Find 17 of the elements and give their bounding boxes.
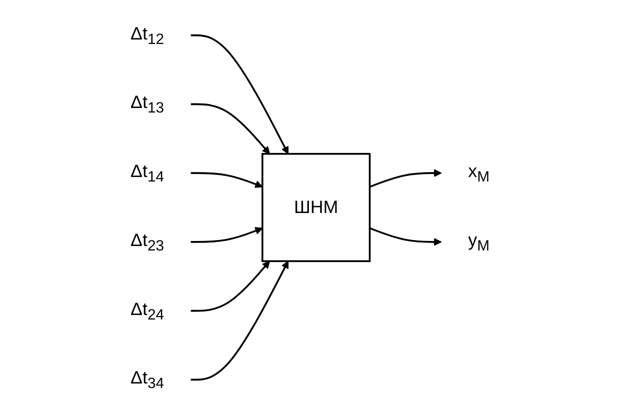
node-text: Δt$_{34}$ xyxy=(130,368,164,392)
node-text: Δt$_{13}$ xyxy=(130,93,164,116)
node-text: y$_{M}$ xyxy=(468,230,490,254)
arrow xyxy=(190,260,289,381)
arrow xyxy=(190,260,270,312)
arrow xyxy=(369,169,442,188)
node-text: Δt$_{24}$ xyxy=(130,300,164,323)
node-text: Δt$_{23}$ xyxy=(130,230,164,254)
node-text: Δt$_{14}$ xyxy=(130,162,164,186)
arrow xyxy=(369,227,442,246)
arrow xyxy=(190,34,289,154)
arrow xyxy=(190,172,263,188)
node-text: Δt$_{12}$ xyxy=(130,24,164,48)
arrow xyxy=(190,227,263,243)
node-text: x$_{M}$ xyxy=(468,162,490,186)
arrow xyxy=(190,103,270,154)
node-box: ШНМ xyxy=(262,152,371,262)
